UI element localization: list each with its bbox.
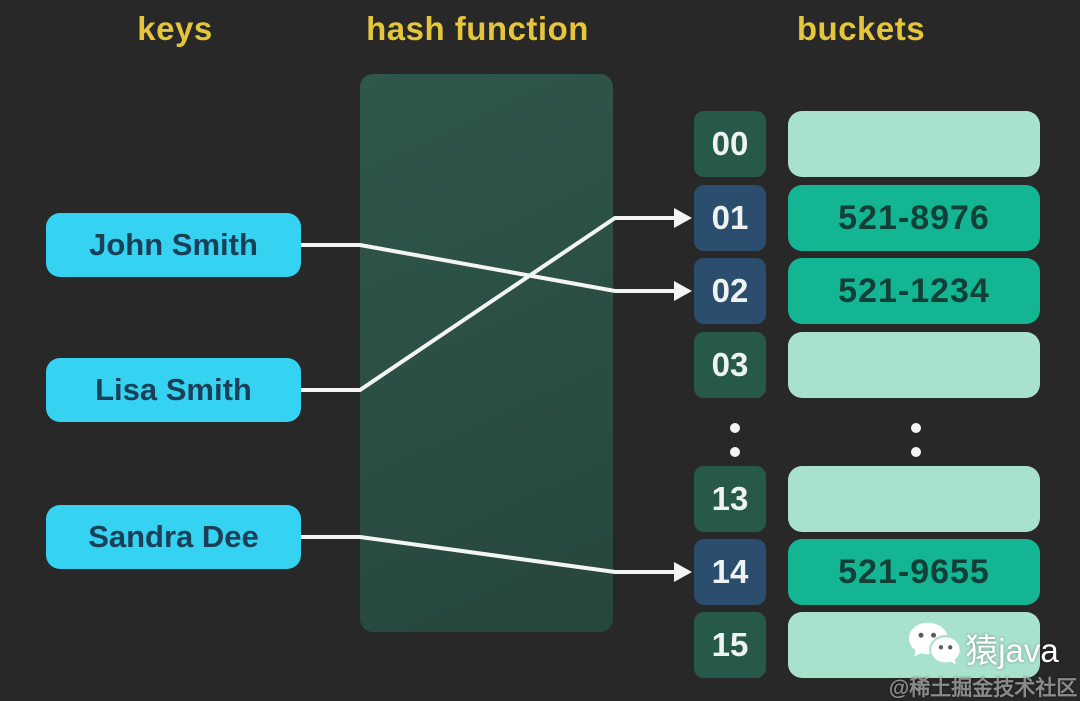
bucket-index-01: 01	[694, 185, 766, 251]
arrowhead-icon	[674, 562, 692, 582]
arrowhead-icon	[674, 281, 692, 301]
bucket-value-00	[788, 111, 1040, 177]
bucket-index-02: 02	[694, 258, 766, 324]
bucket-value-02: 521-1234	[788, 258, 1040, 324]
ellipsis-dot	[911, 447, 921, 457]
bucket-value-13	[788, 466, 1040, 532]
watermark-row: 猿java	[888, 620, 1078, 675]
watermark-title: 猿java	[965, 631, 1059, 669]
wechat-icon	[907, 620, 961, 675]
key-box-lisa-smith: Lisa Smith	[46, 358, 301, 422]
ellipsis-dot	[911, 423, 921, 433]
bucket-index-15: 15	[694, 612, 766, 678]
arrowhead-icon	[674, 208, 692, 228]
bucket-index-03: 03	[694, 332, 766, 398]
bucket-value-14: 521-9655	[788, 539, 1040, 605]
bucket-index-14: 14	[694, 539, 766, 605]
buckets-column-header: buckets	[796, 10, 926, 47]
watermark-subtitle: @稀土掘金技术社区	[888, 677, 1078, 700]
watermark: 猿java @稀土掘金技术社区	[888, 620, 1078, 701]
bucket-value-03	[788, 332, 1040, 398]
bucket-value-01: 521-8976	[788, 185, 1040, 251]
bucket-index-13: 13	[694, 466, 766, 532]
key-box-john-smith: John Smith	[46, 213, 301, 277]
keys-column-header: keys	[137, 10, 213, 47]
hash-function-column-header: hash function	[366, 10, 589, 47]
hash-function-box	[360, 74, 613, 632]
ellipsis-dot	[730, 423, 740, 433]
bucket-index-00: 00	[694, 111, 766, 177]
key-box-sandra-dee: Sandra Dee	[46, 505, 301, 569]
ellipsis-dot	[730, 447, 740, 457]
